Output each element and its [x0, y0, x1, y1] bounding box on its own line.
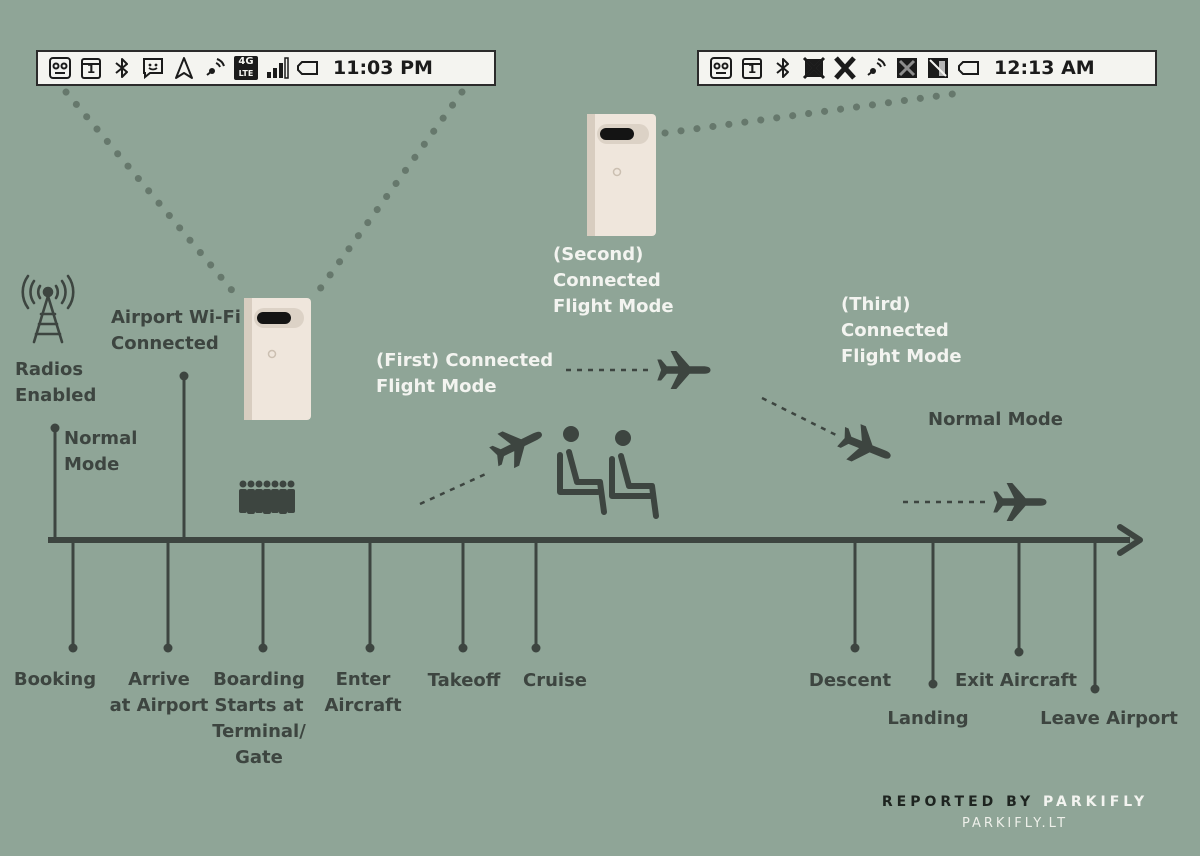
status-time: 11:03 PM: [333, 57, 433, 79]
person-head: [263, 480, 271, 488]
seated-passengers-icon: [557, 426, 659, 519]
timeline-tick-dot: [68, 643, 78, 653]
motion-trails: [419, 368, 985, 506]
person-body: [279, 489, 287, 514]
face-icon: [48, 56, 72, 80]
network-lte-label: LTE: [238, 69, 254, 78]
timeline-label-descent: Descent: [808, 670, 892, 691]
timeline-label-boarding: Boarding Starts at Terminal/ Gate: [212, 669, 306, 768]
label-radios-enabled: Radios Enabled: [15, 359, 97, 406]
4g-lte-icon: 4G LTE: [234, 56, 258, 80]
calendar-day: 1: [86, 62, 96, 76]
airplane-landing-icon: [993, 483, 1047, 521]
timeline-tick-dot: [365, 643, 375, 653]
timeline-axis: [48, 524, 1143, 556]
no-signal-x-icon: [833, 56, 857, 80]
radio-tower-icon: [21, 274, 75, 344]
timeline-label-arrive-airport: Arrive at Airport: [109, 669, 209, 716]
footer-reported-by: REPORTED BY PARKIFLY: [860, 794, 1170, 810]
signal-off-icon: [802, 56, 826, 80]
calendar-icon: 1: [740, 56, 764, 80]
trail-takeoff: [419, 470, 491, 506]
label-airport-wifi: Airport Wi-Fi Connected: [111, 307, 241, 354]
connector-right: [661, 89, 964, 137]
timeline-label-booking: Booking: [13, 669, 97, 690]
calendar-icon: 1: [79, 56, 103, 80]
person-head: [279, 480, 287, 488]
timeline-label-enter-aircraft: Enter Aircraft: [324, 669, 402, 716]
airplane-descent-icon: [833, 419, 898, 475]
network-4g-label: 4G: [238, 56, 254, 67]
data-off-icon: [895, 56, 919, 80]
boarding-queue-icon: [239, 480, 295, 514]
airplane-takeoff-icon: [485, 416, 550, 474]
timeline-tick-dot: [531, 643, 541, 653]
timeline-tick-dot: [258, 643, 268, 653]
status-time: 12:13 AM: [994, 57, 1095, 79]
battery-icon: [957, 56, 981, 80]
connector-left-1: [62, 88, 244, 304]
footer-site: PARKIFLY.LT: [961, 816, 1069, 831]
timeline-tick-dot: [1090, 684, 1100, 694]
person-body: [239, 489, 247, 513]
label-normal-mode-right: Normal Mode: [928, 409, 1064, 430]
label-first-flight-mode: (First) Connected Flight Mode: [376, 350, 554, 397]
person-head: [287, 480, 295, 488]
signal-blocked-icon: [926, 56, 950, 80]
label-second-flight-mode: (Second) Connected Flight Mode: [553, 244, 674, 317]
person-body: [263, 489, 271, 514]
bluetooth-icon: [110, 56, 134, 80]
person-head: [247, 480, 255, 488]
status-bar-evening: 1 4G LTE 11:03 PM: [36, 50, 496, 86]
timeline-label-takeoff: Takeoff: [427, 670, 501, 691]
label-third-flight-mode: (Third) Connected Flight Mode: [841, 294, 962, 367]
face-icon: [709, 56, 733, 80]
calendar-day: 1: [747, 62, 757, 76]
timeline-tick-dot: [850, 643, 860, 653]
footer-reported-by-text: REPORTED BY: [881, 794, 1044, 810]
timeline-tick-dot: [163, 643, 173, 653]
timeline-tick-dot: [458, 643, 468, 653]
timeline-tick-dot: [928, 679, 938, 689]
timeline-label-landing: Landing: [887, 708, 969, 729]
timeline-label-exit-aircraft: Exit Aircraft: [954, 670, 1078, 691]
timeline-label-leave-airport: Leave Airport: [1040, 708, 1178, 729]
person-body: [271, 489, 279, 513]
bluetooth-icon: [771, 56, 795, 80]
footer-brand: PARKIFLY: [1043, 794, 1149, 810]
signal-icon: [265, 56, 289, 80]
connector-left-2: [308, 88, 466, 304]
upward-markers: [50, 371, 189, 540]
dotted-connectors: [62, 88, 964, 304]
label-normal-mode-left: Normal Mode: [64, 428, 138, 475]
person-body: [247, 489, 255, 514]
timeline-ticks: [68, 540, 1100, 694]
message-icon: [141, 56, 165, 80]
phone-right: [587, 114, 656, 236]
airplane-cruise-icon: [657, 351, 711, 389]
person-body: [287, 489, 295, 513]
trail-descent: [761, 396, 839, 438]
hotspot-icon: [203, 56, 227, 80]
person-head: [255, 480, 263, 488]
timeline-label-cruise: Cruise: [523, 670, 587, 691]
axis-arrowhead: [1117, 524, 1143, 556]
navigation-icon: [172, 56, 196, 80]
person-head: [239, 480, 247, 488]
person-head: [271, 480, 279, 488]
status-bar-night: 1 12:13 AM: [697, 50, 1157, 86]
timeline-tick-dot: [1014, 647, 1024, 657]
phone-left: [244, 298, 311, 420]
person-body: [255, 489, 263, 513]
hotspot-icon: [864, 56, 888, 80]
battery-icon: [296, 56, 320, 80]
